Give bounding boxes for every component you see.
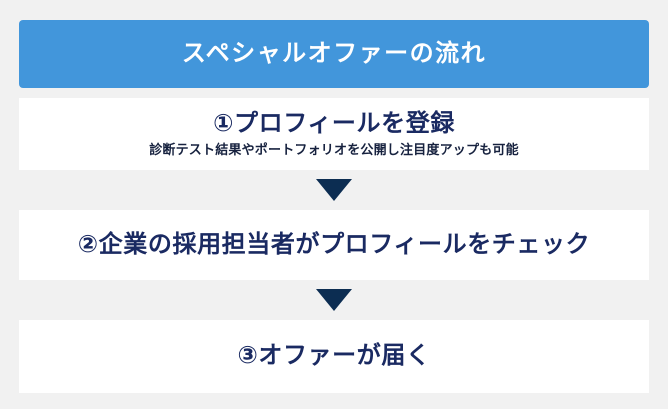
flow-step-1-card: ①プロフィールを登録 診断テスト結果やポートフォリオを公開し注目度アップも可能 — [19, 98, 649, 170]
flow-header-banner: スペシャルオファーの流れ — [19, 20, 649, 88]
flow-step-1-title: ①プロフィールを登録 — [213, 109, 455, 137]
special-offer-flow-diagram: スペシャルオファーの流れ ①プロフィールを登録 診断テスト結果やポートフォリオを… — [19, 20, 649, 393]
spacer-header-to-step1 — [19, 88, 649, 98]
flow-arrow-2 — [19, 280, 649, 320]
flow-step-1-subtitle: 診断テスト結果やポートフォリオを公開し注目度アップも可能 — [149, 142, 519, 158]
flow-header-title: スペシャルオファーの流れ — [181, 40, 487, 67]
flow-step-2-card: ②企業の採用担当者がプロフィールをチェック — [19, 210, 649, 280]
triangle-down-icon — [316, 179, 352, 201]
triangle-down-icon — [316, 289, 352, 311]
flow-arrow-1 — [19, 170, 649, 210]
flow-step-3-title: ③オファーが届く — [237, 342, 431, 370]
flow-step-2-title: ②企業の採用担当者がプロフィールをチェック — [77, 230, 591, 258]
flow-step-3-card: ③オファーが届く — [19, 320, 649, 393]
